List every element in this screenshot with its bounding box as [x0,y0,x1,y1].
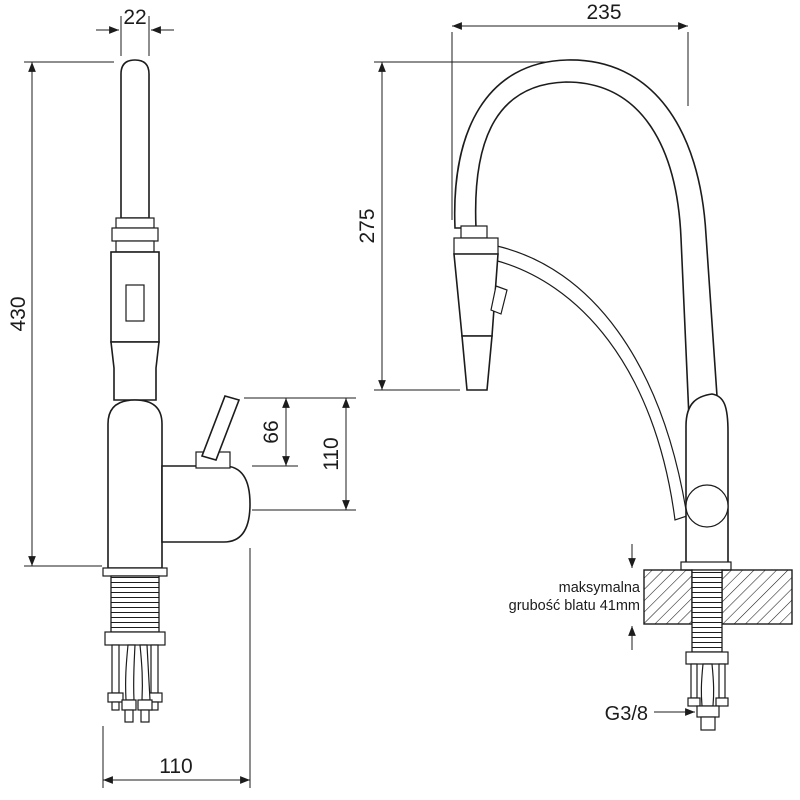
dimension-handle-66: 66 [244,397,356,467]
bolt-front-left [690,663,698,699]
dimension-spout-height-275: 275 [356,61,556,391]
dimension-base-width-110: 110 [102,548,251,788]
sprayhead-button [490,285,508,315]
mounting-bolt-right [150,644,159,694]
base-flange [102,567,168,577]
left-mounting-hardware [102,567,168,723]
countertop-hatch-left [643,569,693,625]
sprayhead-nozzle [461,335,493,391]
main-body [107,399,163,569]
handle-lever [200,395,241,461]
dimension-top-width-22: 22 [96,6,174,56]
g38-fitting-tip [700,716,716,731]
hose-tip-left [124,709,134,723]
bolt-front-right [718,663,726,699]
sprayhead-connector [460,225,488,239]
g38-callout: G3/8 [605,703,695,725]
hose-tip-right [140,709,150,723]
neck-collar-top [115,217,155,229]
dim-label-275: 275 [356,208,379,243]
hose-fitting-left [121,699,137,711]
countertop-note-line1: maksymalna [559,580,641,596]
neck-collar-nut [111,227,159,242]
mounting-bracket [104,631,166,646]
hose-fitting-right [137,699,153,711]
dimension-top-width-235: 235 [451,1,689,220]
mounting-bolt-left [111,644,120,694]
sprayhead-ring [453,237,499,255]
spout-neck [120,59,150,219]
right-view: 235 275 maksym [356,1,793,731]
dim-label-235: 235 [586,1,621,24]
bolt-nut-left [107,692,124,703]
supply-hose-front [700,663,715,707]
pullout-hose [493,245,688,521]
body-plate-detail [125,284,145,322]
dimension-outlet-110: 110 [252,398,356,511]
dim-label-110-base: 110 [159,755,192,778]
nut-front-right [715,697,729,707]
countertop-section: maksymalna grubość blatu 41mm [509,544,793,653]
faucet-body-column [685,393,729,571]
thread-stud [110,575,160,633]
nut-front-left [687,697,701,707]
neck-collar-bottom [115,240,155,253]
thread-stud-front [691,569,723,653]
sprayhead-body [453,253,499,337]
right-mounting-hardware [685,651,729,731]
ball-joint [685,484,729,528]
bolt-tip-left [111,701,120,711]
countertop-hatch-right [721,569,793,625]
faucet-side-view [107,59,251,569]
outlet-arm [161,465,251,543]
dim-label-430: 430 [7,296,30,331]
supply-hose-right [139,644,151,701]
dimension-total-height-430: 430 [7,61,114,567]
countertop-note-line2: grubość blatu 41mm [509,598,640,614]
g38-fitting [696,705,720,718]
mounting-bracket-front [685,651,729,665]
body-base-flange [680,561,732,571]
body-waist [110,341,160,401]
dim-label-22: 22 [123,6,146,29]
left-view: 22 430 66 [7,6,356,788]
dim-label-66: 66 [260,420,283,443]
g38-label: G3/8 [605,703,648,725]
supply-hose-left [125,644,136,701]
faucet-front-view [453,59,732,571]
dim-label-110-outlet: 110 [320,437,343,470]
